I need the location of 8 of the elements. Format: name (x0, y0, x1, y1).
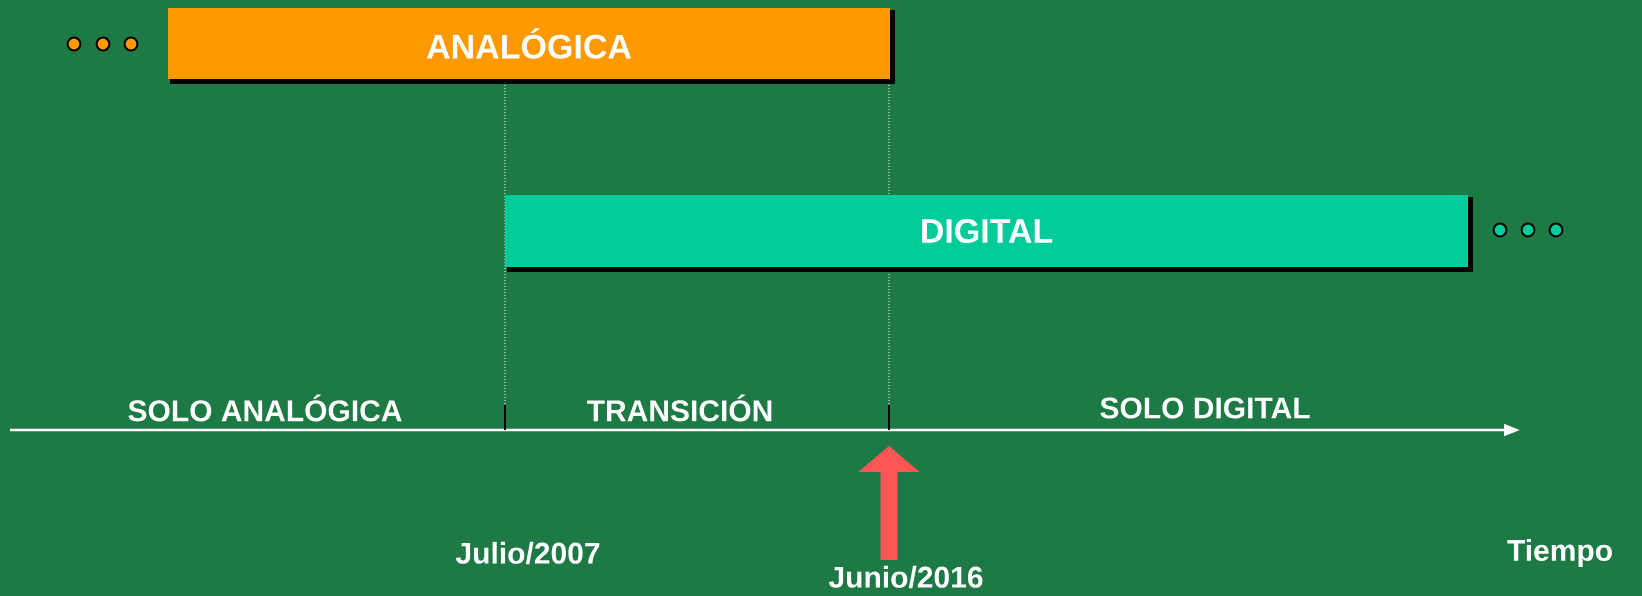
period-label: TRANSICIÓN (587, 394, 772, 422)
axis-label: Tiempo (1507, 539, 1612, 567)
date-label: Junio/2016 (828, 565, 983, 589)
period-label: SOLO DIGITAL (1100, 397, 1310, 419)
timeline-bar: DIGITAL (505, 195, 1473, 272)
period-label: SOLO ANALÓGICA (128, 394, 402, 422)
timeline-bar: ANALÓGICA (168, 8, 895, 84)
date-label: Julio/2007 (455, 541, 600, 565)
